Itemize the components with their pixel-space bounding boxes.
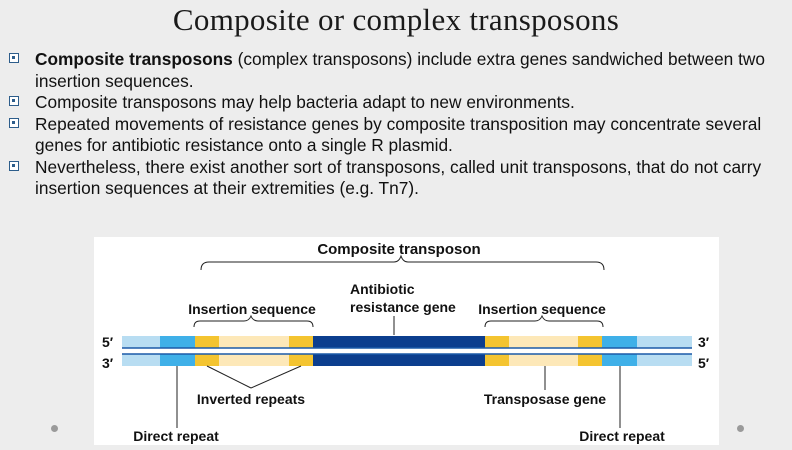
decorative-dot-left [51,425,58,432]
label-antibiotic-line1: Antibiotic [350,281,415,297]
resistance-gene-top [313,336,485,348]
inverted-repeat-2-bottom [289,354,313,366]
direct-repeat-left-top [160,336,195,348]
slide-title: Composite or complex transposons [172,2,620,37]
is-right-top [485,336,602,348]
label-inverted-repeats: Inverted repeats [197,391,305,407]
direct-repeat-right-bottom [602,354,637,366]
checkbox-bullet-icon [9,53,19,63]
label-insertion-sequence-left: Insertion sequence [188,301,316,317]
inverted-repeat-1-bottom [195,354,219,366]
inverted-repeat-1-top [195,336,219,348]
checkbox-bullet-icon [9,96,19,106]
inverted-repeat-3-bottom [485,354,509,366]
bullet-text: Repeated movements of resistance genes b… [35,113,762,156]
composite-brace [200,254,605,271]
bullet-text: Composite transposons may help bacteria … [35,92,575,112]
label-direct-repeat-right: Direct repeat [579,428,665,444]
transposon-diagram: Composite transposon Insertion sequence … [102,241,710,444]
label-direct-repeat-left: Direct repeat [133,428,219,444]
label-insertion-sequence-right: Insertion sequence [478,301,606,317]
label-transposase-gene: Transposase gene [484,391,606,407]
inverted-repeat-pointers [206,365,302,389]
bullet-item: Nevertheless, there exist another sort o… [8,157,788,200]
is-left-bottom [195,354,313,366]
bullet-text: Nevertheless, there exist another sort o… [35,156,762,199]
checkbox-bullet-icon [9,160,19,171]
bullet-bold: Composite transposons [35,49,233,69]
figure-title: Composite transposon [317,241,480,258]
strand-label-top-right: 3′ [698,334,710,350]
checkbox-bullet-icon [9,117,19,128]
strand-label-bottom-left: 3′ [102,355,114,371]
strand-label-bottom-right: 5′ [698,355,710,371]
label-antibiotic-line2: resistance gene [350,299,456,315]
direct-repeat-left-bottom [160,354,195,366]
strand-label-top-left: 5′ [102,334,114,350]
dna-double-strand [122,336,692,366]
resistance-gene-bottom [313,354,485,366]
is-right-bottom [485,354,602,366]
bullet-item: Composite transposons may help bacteria … [8,92,788,114]
inverted-repeat-2-top [289,336,313,348]
inverted-repeat-4-bottom [578,354,602,366]
inverted-repeat-4-top [578,336,602,348]
is-left-top [195,336,313,348]
composite-transposon-figure: Composite transposon Insertion sequence … [94,237,719,445]
direct-repeat-right-top [602,336,637,348]
insertion-sequence-brace-right [484,314,604,328]
insertion-sequence-brace-left [193,314,314,328]
bullet-item: Composite transposons (complex transposo… [8,49,788,92]
bullet-text: (complex transposons) include extra gene… [35,49,765,91]
bullet-item: Repeated movements of resistance genes b… [8,114,788,157]
decorative-dot-right [737,425,744,432]
bullet-list: Composite transposons (complex transposo… [8,49,788,200]
inverted-repeat-3-top [485,336,509,348]
